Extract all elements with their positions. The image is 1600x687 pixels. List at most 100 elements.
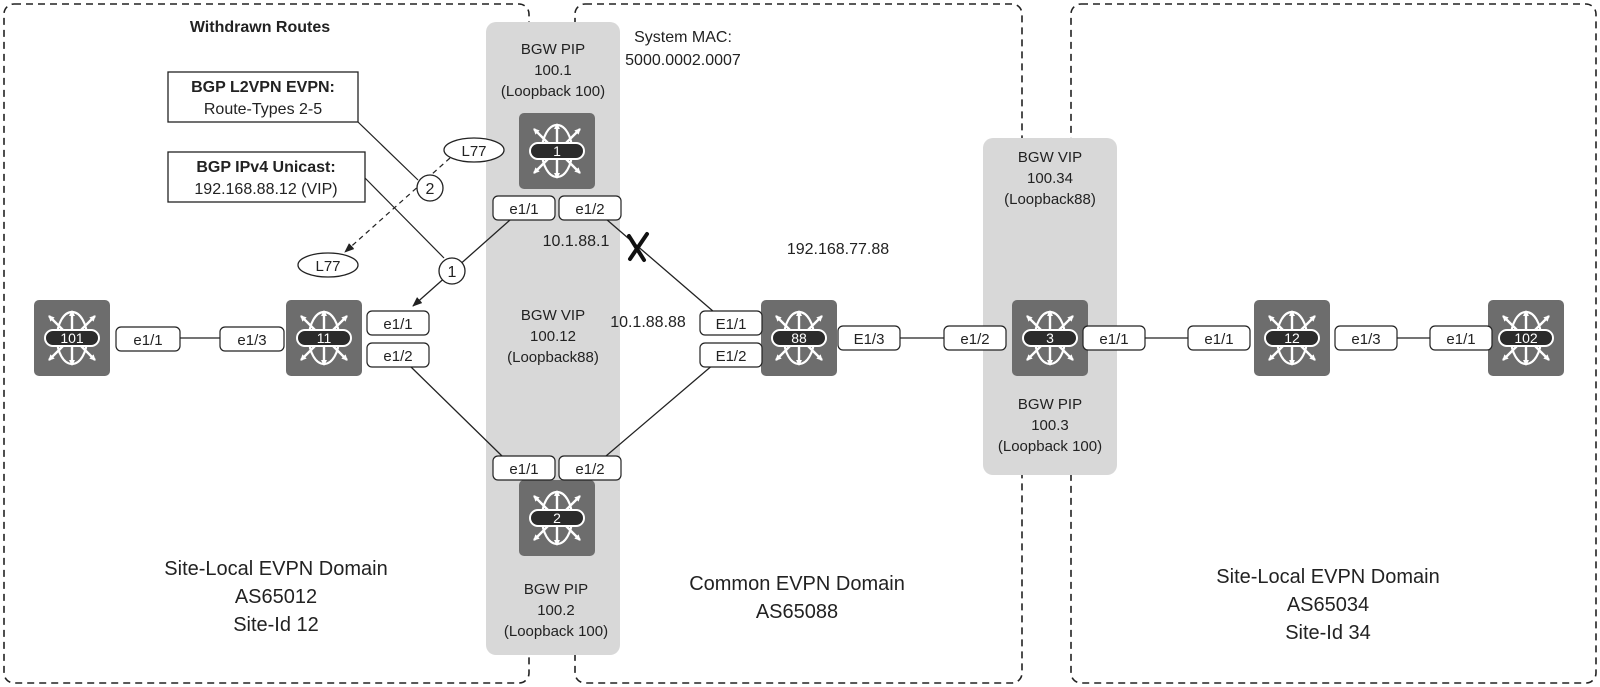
system-mac-value: 5000.0002.0007 xyxy=(625,52,741,69)
bgw12-pip2-line2: 100.2 xyxy=(537,602,575,619)
device-11[interactable]: 11 xyxy=(286,300,362,376)
device-3-label: 3 xyxy=(1046,330,1054,346)
port-11-e12-label: e1/2 xyxy=(383,348,412,365)
evpn-callout-detail: Route-Types 2-5 xyxy=(204,101,322,118)
port-2-e11[interactable] xyxy=(492,455,556,481)
port-2-e12[interactable] xyxy=(558,455,622,481)
device-88-label: 88 xyxy=(791,330,807,346)
port-3-e12[interactable] xyxy=(943,325,1007,351)
port-11-e13-label: e1/3 xyxy=(237,332,266,349)
step-2-marker xyxy=(416,174,444,202)
address-192-168-77-88: 192.168.77.88 xyxy=(787,241,889,258)
device-102[interactable]: 102 xyxy=(1488,300,1564,376)
link-1-88-failed xyxy=(605,218,715,313)
port-2-e11-label: e1/1 xyxy=(509,461,538,478)
common-asn: AS65088 xyxy=(756,601,838,623)
port-102-e11-label: e1/1 xyxy=(1446,331,1475,348)
port-11-e12[interactable] xyxy=(366,342,430,368)
ipv4-callout-title: BGP IPv4 Unicast: xyxy=(196,159,335,176)
port-11-e11[interactable] xyxy=(366,310,430,336)
bgw12-pip1-line1: BGW PIP xyxy=(521,41,585,58)
system-mac-label: System MAC: xyxy=(634,29,732,46)
ipv4-callout-leader xyxy=(364,177,445,259)
device-11-label: 11 xyxy=(317,330,332,346)
bgw12-pip1-line2: 100.1 xyxy=(534,62,572,79)
l77-withdraw-dashed xyxy=(344,157,451,253)
bgw34-vip-line3: (Loopback88) xyxy=(1004,191,1096,208)
bgw34-pip-line3: (Loopback 100) xyxy=(998,438,1102,455)
port-1-e11-label: e1/1 xyxy=(509,201,538,218)
step-1-label: 1 xyxy=(448,264,457,281)
port-88-E12-label: E1/2 xyxy=(716,348,747,365)
l77-bottom-oval xyxy=(297,252,359,278)
bgw34-vip-line2: 100.34 xyxy=(1027,170,1073,187)
withdrawn-title: Withdrawn Routes xyxy=(190,19,330,36)
site34-asn: AS65034 xyxy=(1287,594,1369,616)
bgw12-vip-line2: 100.12 xyxy=(530,328,576,345)
port-1-e12[interactable] xyxy=(558,195,622,221)
link-2-88 xyxy=(605,363,715,457)
bgw12-pip2-line3: (Loopback 100) xyxy=(504,623,608,640)
port-2-e12-label: e1/2 xyxy=(575,461,604,478)
step-1-marker xyxy=(438,257,466,285)
port-3-e11[interactable] xyxy=(1082,325,1146,351)
device-2-label: 2 xyxy=(553,510,561,526)
port-labels: e1/1 e1/3 e1/1 e1/2 e1/1 e1/2 e1/1 e1/2 … xyxy=(115,195,1493,481)
port-101-e11[interactable] xyxy=(115,326,181,352)
device-3[interactable]: 3 xyxy=(1012,300,1088,376)
bgw34-vip-line1: BGW VIP xyxy=(1018,149,1082,166)
port-88-E11-label: E1/1 xyxy=(716,316,747,333)
port-12-e13-label: e1/3 xyxy=(1351,331,1380,348)
step-2-label: 2 xyxy=(426,181,435,198)
port-88-E13[interactable] xyxy=(837,325,901,351)
bgw34-pip-line1: BGW PIP xyxy=(1018,396,1082,413)
site12-site-id: Site-Id 12 xyxy=(233,614,319,636)
port-11-e13[interactable] xyxy=(219,326,285,352)
port-1-e12-label: e1/2 xyxy=(575,201,604,218)
site34-site-id: Site-Id 34 xyxy=(1285,622,1371,644)
bgw12-pip1-line3: (Loopback 100) xyxy=(501,83,605,100)
port-12-e11[interactable] xyxy=(1187,325,1251,351)
port-88-E13-label: E1/3 xyxy=(854,331,885,348)
l77-top-oval xyxy=(443,137,505,163)
bgw12-pip2-line1: BGW PIP xyxy=(524,581,588,598)
device-88[interactable]: 88 xyxy=(761,300,837,376)
bgw12-vip-line3: (Loopback88) xyxy=(507,349,599,366)
device-101[interactable]: 101 xyxy=(34,300,110,376)
link-failure-x-icon xyxy=(627,232,649,262)
port-1-e11[interactable] xyxy=(492,195,556,221)
l77-top-label: L77 xyxy=(461,143,486,160)
port-12-e13[interactable] xyxy=(1334,325,1398,351)
site34-name: Site-Local EVPN Domain xyxy=(1216,566,1439,588)
device-101-label: 101 xyxy=(60,330,84,346)
site12-domain-boundary xyxy=(3,3,530,684)
port-102-e11[interactable] xyxy=(1429,325,1493,351)
port-12-e11-label: e1/1 xyxy=(1204,331,1233,348)
device-12[interactable]: 12 xyxy=(1254,300,1330,376)
evpn-callout-box xyxy=(167,71,359,123)
port-3-e11-label: e1/1 xyxy=(1099,331,1128,348)
port-3-e12-label: e1/2 xyxy=(960,331,989,348)
address-10-1-88-88: 10.1.88.88 xyxy=(610,314,686,331)
address-10-1-88-1: 10.1.88.1 xyxy=(543,233,610,250)
ipv4-callout-box xyxy=(167,151,366,203)
evpn-callout-leader xyxy=(357,121,419,181)
ipv4-callout-detail: 192.168.88.12 (VIP) xyxy=(194,181,337,198)
port-88-E12[interactable] xyxy=(699,342,763,368)
device-12-label: 12 xyxy=(1284,330,1300,346)
port-101-e11-label: e1/1 xyxy=(133,332,162,349)
device-1-label: 1 xyxy=(553,143,561,159)
l77-bottom-label: L77 xyxy=(315,258,340,275)
port-11-e11-label: e1/1 xyxy=(383,316,412,333)
device-2[interactable]: 2 xyxy=(519,480,595,556)
bgw12-vip-line1: BGW VIP xyxy=(521,307,585,324)
device-1[interactable]: 1 xyxy=(519,113,595,189)
port-88-E11[interactable] xyxy=(699,310,763,336)
bgw34-pip-line2: 100.3 xyxy=(1031,417,1069,434)
common-name: Common EVPN Domain xyxy=(689,573,905,595)
site12-name: Site-Local EVPN Domain xyxy=(164,558,387,580)
evpn-callout-title: BGP L2VPN EVPN: xyxy=(191,79,335,96)
link-11-2 xyxy=(409,365,503,457)
